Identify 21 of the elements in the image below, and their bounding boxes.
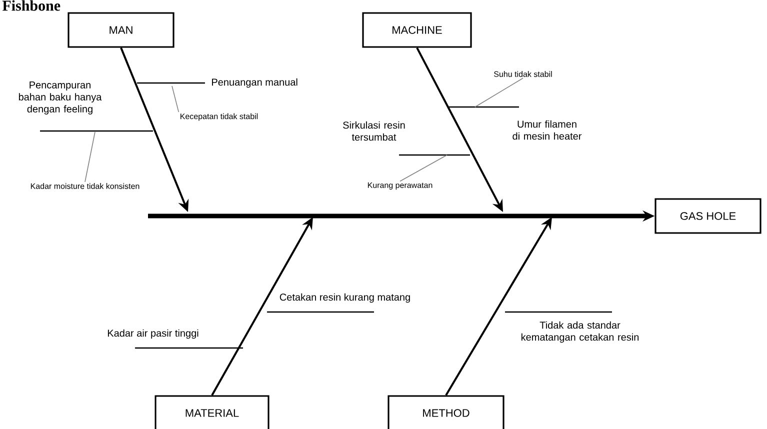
cause-text: Suhu tidak stabil [494,71,552,77]
cause-text: Cetakan resin kurang matang [280,293,410,303]
cause-text: Tidak ada standar kematangan cetakan resin [521,321,639,343]
cause-text: Pencampuran bahan baku hanya dengan feeling [18,82,102,114]
cause-text: Sirkulasi resin tersumbat [343,121,405,141]
category-box: GAS HOLE [654,198,762,234]
leader-line [172,86,180,112]
cause-text: Penuangan manual [212,78,298,88]
cause-text: Umur filamen di mesin heater [512,120,582,140]
leader-line [474,78,524,108]
cause-text: Kadar air pasir tinggi [108,329,198,339]
leader-line [400,154,448,182]
title: Fishbone [2,0,60,11]
category-box: METHOD [388,395,504,429]
cause-text: Kecepatan tidak stabil [180,113,258,121]
cause-text: Kurang perawatan [368,182,432,190]
category-box: MATERIAL [154,395,270,429]
category-box: MACHINE [362,12,472,48]
category-box: MAN [68,12,174,48]
leader-line [84,132,96,182]
cause-text: Kadar moisture tidak konsisten [30,183,140,189]
